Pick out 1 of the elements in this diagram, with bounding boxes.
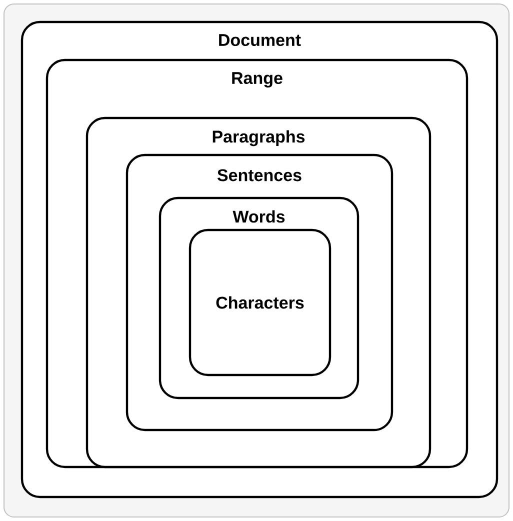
nested-box: Characters (188, 228, 332, 376)
